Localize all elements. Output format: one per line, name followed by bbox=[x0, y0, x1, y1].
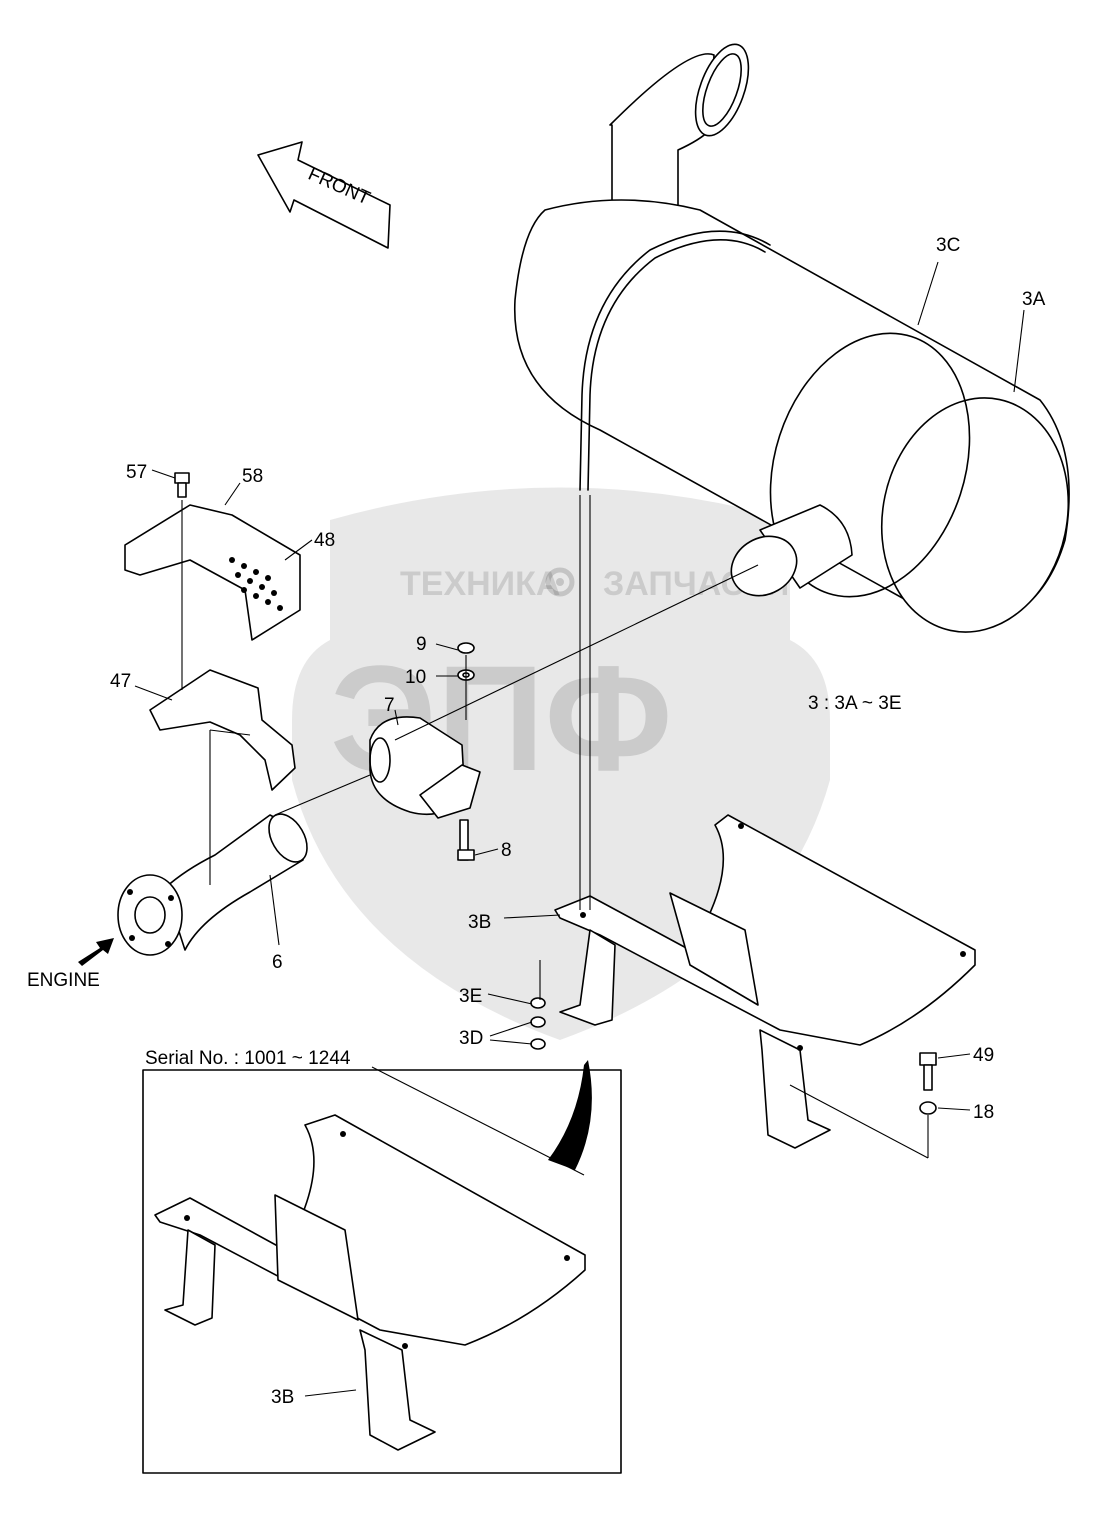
bolt-8 bbox=[457, 849, 475, 861]
watermark-shield bbox=[292, 487, 830, 1040]
nut-9 bbox=[457, 642, 475, 654]
callout-58: 58 bbox=[242, 466, 263, 487]
callout-10: 10 bbox=[405, 667, 426, 688]
callout-48: 48 bbox=[314, 530, 335, 551]
nut-3e bbox=[530, 997, 546, 1009]
clamp-7 bbox=[369, 716, 481, 861]
callout-3e: 3E bbox=[459, 986, 482, 1007]
callout-6: 6 bbox=[272, 952, 283, 973]
callout-3c: 3C bbox=[936, 235, 960, 256]
bracket-47 bbox=[149, 669, 296, 791]
nut-3d bbox=[530, 1016, 546, 1050]
callout-3b: 3B bbox=[468, 912, 491, 933]
assembly-note: 3 : 3A ~ 3E bbox=[808, 693, 902, 714]
callout-labels: 57 58 48 47 9 10 7 8 6 3C 3A 3B 3E 3D 49… bbox=[27, 235, 1046, 1123]
callout-3d: 3D bbox=[459, 1028, 483, 1049]
inset-label-3b: 3B bbox=[271, 1387, 294, 1408]
inset-title: Serial No. : 1001 ~ 1244 bbox=[145, 1048, 351, 1069]
bracket-3b bbox=[554, 814, 976, 1149]
leader-lines bbox=[134, 261, 1025, 1159]
inset-frame bbox=[142, 1069, 622, 1474]
bolt-57 bbox=[174, 472, 190, 498]
callout-3a: 3A bbox=[1022, 289, 1046, 310]
callout-49: 49 bbox=[973, 1045, 994, 1066]
front-arrow: FRONT bbox=[257, 141, 391, 249]
callout-9: 9 bbox=[416, 634, 427, 655]
arrow-left-icon bbox=[257, 141, 391, 249]
callout-18: 18 bbox=[973, 1102, 994, 1123]
callout-57: 57 bbox=[126, 462, 147, 483]
bracket-58-48 bbox=[124, 504, 301, 641]
inset-pointer-arrow bbox=[548, 1060, 592, 1170]
watermark-text-left: ТЕХНИКА bbox=[400, 565, 560, 603]
callout-47: 47 bbox=[110, 671, 131, 692]
engine-label: ENGINE bbox=[27, 970, 100, 991]
inset-panel: Serial No. : 1001 ~ 1244 3B bbox=[142, 1048, 622, 1474]
pipe-6 bbox=[117, 813, 308, 956]
callout-8: 8 bbox=[501, 840, 512, 861]
muffler bbox=[513, 43, 1070, 633]
callout-7: 7 bbox=[384, 695, 395, 716]
bolt-49 bbox=[919, 1052, 937, 1091]
watermark: ТЕХНИКА ЗАПЧАСТИ ЭПФ bbox=[292, 487, 830, 1040]
gear-icon bbox=[545, 567, 575, 597]
washer-18 bbox=[919, 1101, 937, 1115]
arrow-right-icon bbox=[78, 938, 114, 966]
